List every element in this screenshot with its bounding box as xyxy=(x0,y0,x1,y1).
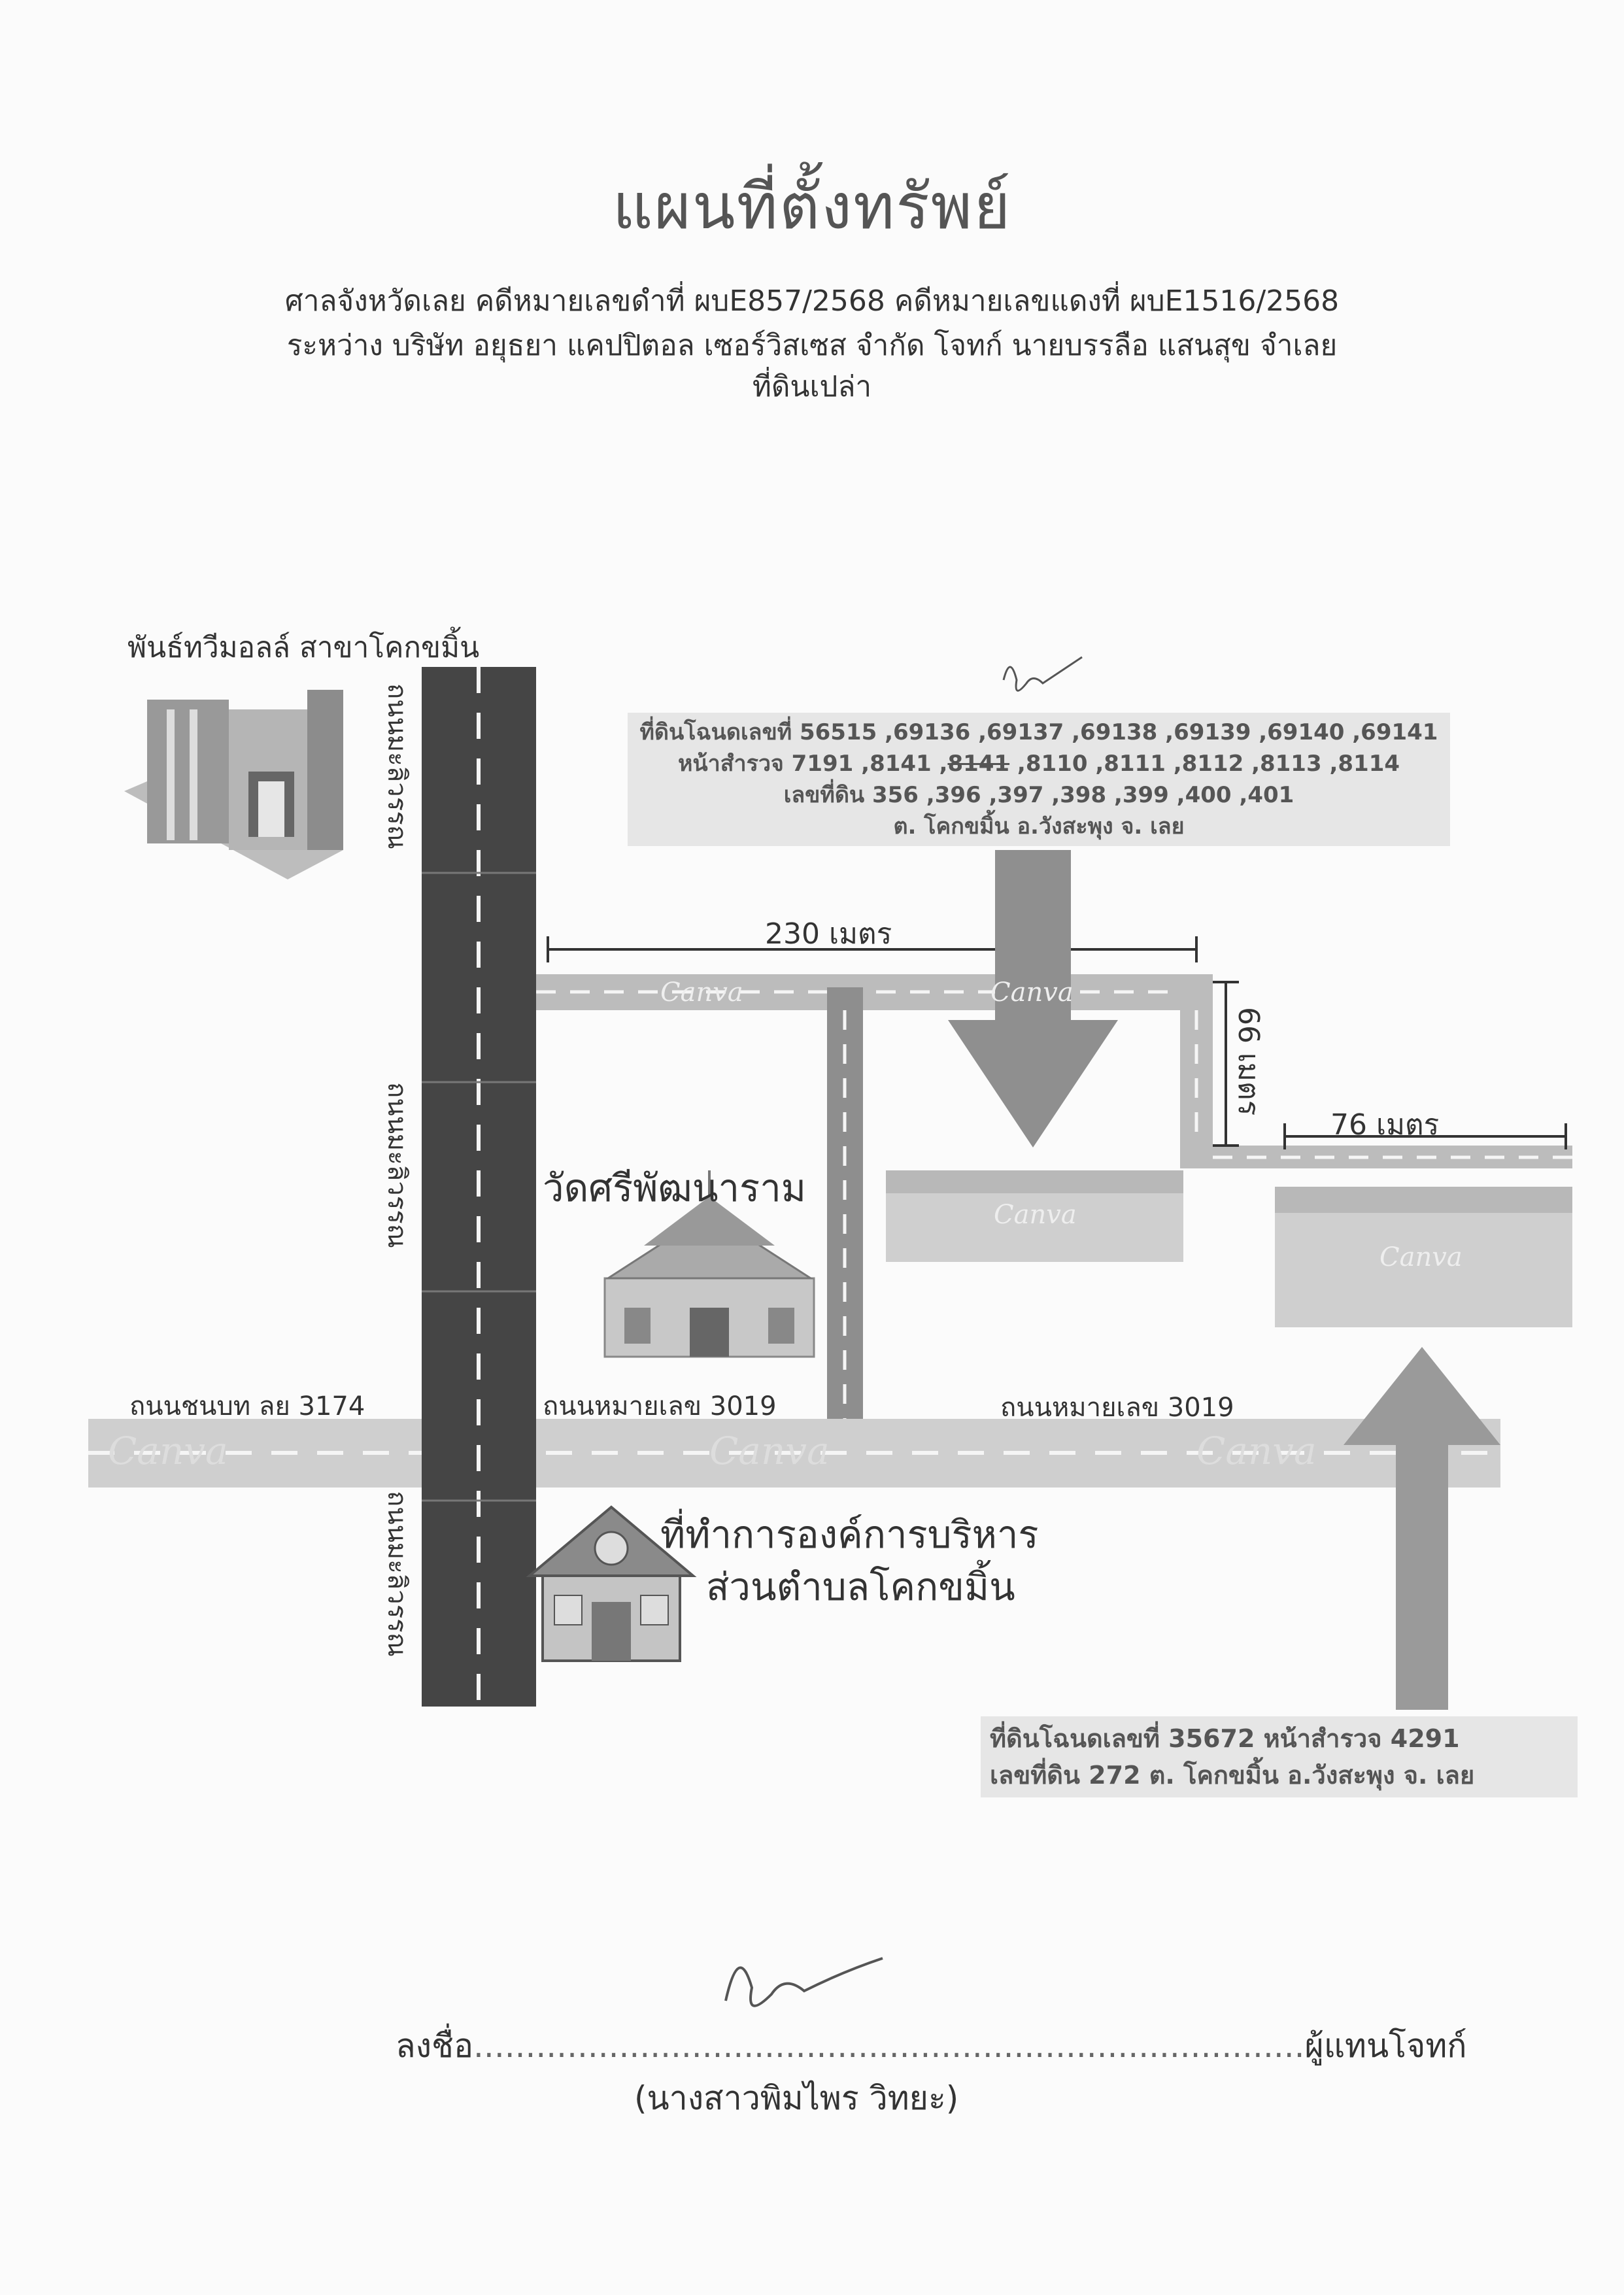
watermark: Canva xyxy=(1196,1429,1317,1473)
temple-icon xyxy=(603,1170,815,1358)
mall-label: พันธ์ทวีมอลล์ สาขาโคกขมิ้น xyxy=(127,631,480,664)
distance-76-label: 76 เมตร xyxy=(1330,1108,1440,1142)
temple-label: วัดศรีพัฒนาราม xyxy=(543,1166,806,1210)
signature-mark-top xyxy=(1002,656,1083,692)
plot2-location: เลขที่ดิน 272 ต. โคกขมิ้น อ.วังสะพุง จ. … xyxy=(990,1761,1475,1790)
office-label-1: ที่ทำการองค์การบริหาร xyxy=(660,1512,1039,1557)
highway-label-right: ถนนหมายเลข 3019 xyxy=(1000,1393,1234,1423)
local-road-east xyxy=(1180,1146,1572,1168)
watermark: Canva xyxy=(1379,1242,1463,1272)
watermark: Canva xyxy=(108,1429,228,1473)
watermark: Canva xyxy=(990,978,1074,1008)
watermark: Canva xyxy=(994,1200,1077,1230)
plot2-info: ที่ดินโฉนดเลขที่ 35672 หน้าสำรวจ 4291 เล… xyxy=(981,1716,1578,1797)
distance-230-label: 230 เมตร xyxy=(765,917,892,951)
arrow-up xyxy=(1344,1347,1500,1710)
signature-role: ผู้แทนโจทก์ xyxy=(1304,2027,1467,2065)
vertical-road-label: ถนนมะลิวรรณ xyxy=(382,683,412,849)
signature-line: ลงชื่อ..................................… xyxy=(396,2020,1467,2072)
signer-name: (นางสาวพิมไพร วิทยะ) xyxy=(634,2079,959,2117)
office-label-2: ส่วนตำบลโคกขมิ้น xyxy=(706,1565,1015,1609)
plot1-survey-pages: หน้าสำรวจ 7191 ,8141 ,8141 ,8110 ,8111 ,… xyxy=(677,751,1400,777)
page-title: แผนที่ตั้งทรัพย์ xyxy=(612,170,1012,243)
vertical-road-label: ถนนมะลิวรรณ xyxy=(382,1491,412,1657)
plot1-land-numbers: เลขที่ดิน 356 ,396 ,397 ,398 ,399 ,400 ,… xyxy=(783,782,1294,808)
distance-66-label: 66 เมตร xyxy=(1232,1007,1265,1116)
signature-dots: ........................................… xyxy=(473,2027,1305,2065)
signature-label: ลงชื่อ xyxy=(396,2027,474,2065)
arrow-down xyxy=(948,850,1118,1148)
watermark: Canva xyxy=(709,1429,830,1473)
signature-mark-bottom xyxy=(724,1957,883,2007)
rural-road-label: ถนนชนบท ลย 3174 xyxy=(129,1391,365,1421)
highway-label-left: ถนนหมายเลข 3019 xyxy=(543,1391,777,1421)
mall-building-icon xyxy=(124,690,343,879)
plot2-deed: ที่ดินโฉนดเลขที่ 35672 หน้าสำรวจ 4291 xyxy=(990,1724,1460,1753)
case-line-2: ระหว่าง บริษัท อยุธยา แคปปิตอล เซอร์วิสเ… xyxy=(286,329,1338,362)
vertical-road-label: ถนนมะลิวรรณ xyxy=(382,1082,412,1248)
case-line-1: ศาลจังหวัดเลย คดีหมายเลขดำที่ ผบE857/256… xyxy=(284,284,1340,318)
plot1-deed-numbers: ที่ดินโฉนดเลขที่ 56515 ,69136 ,69137 ,69… xyxy=(639,719,1438,745)
plot1-info: ที่ดินโฉนดเลขที่ 56515 ,69136 ,69137 ,69… xyxy=(628,713,1450,846)
watermark: Canva xyxy=(660,978,743,1008)
plot1-location: ต. โคกขมิ้น อ.วังสะพุง จ. เลย xyxy=(893,813,1185,840)
case-line-3: ที่ดินเปล่า xyxy=(752,370,872,403)
local-road-right xyxy=(1180,974,1213,1164)
office-building-icon xyxy=(526,1505,697,1662)
